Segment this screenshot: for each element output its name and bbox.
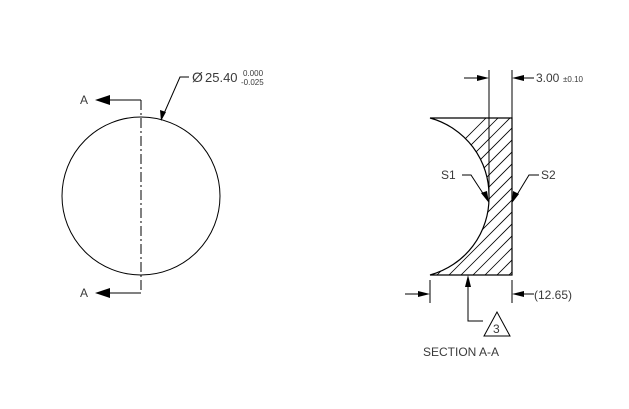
arrow-head-top-icon: [95, 95, 110, 105]
note-flag-number: 3: [493, 322, 500, 336]
dim-arrow-right-icon: [512, 75, 524, 81]
note-arrow-icon: [465, 275, 471, 287]
s2-arrow-icon: [512, 191, 519, 203]
surface-2-label: S2: [541, 168, 556, 182]
thickness-value: 3.00: [536, 71, 560, 85]
diameter-value: 25.40: [205, 70, 238, 85]
section-outline: [429, 117, 513, 276]
leader-arrow-icon: [160, 110, 166, 121]
diameter-symbol: Ø: [192, 69, 203, 85]
section-title: SECTION A-A: [423, 345, 499, 359]
width-arrow-left-icon: [418, 291, 430, 297]
section-label-bottom: A: [80, 286, 88, 300]
width-ref-value: (12.65): [534, 288, 572, 302]
thickness-tol: ±0.10: [563, 75, 584, 84]
s1-arrow-icon: [481, 191, 489, 203]
section-label-top: A: [80, 93, 88, 107]
front-view: A A Ø 25.40 0.000 -0.025: [61, 69, 264, 300]
width-arrow-right-icon: [512, 291, 524, 297]
diameter-leader: [161, 76, 189, 119]
hatch-pattern: [430, 118, 512, 275]
diameter-upper-tol: 0.000: [243, 69, 264, 78]
note-flag-triangle-icon: [483, 310, 511, 337]
arrow-head-bottom-icon: [95, 288, 110, 298]
diameter-lower-tol: -0.025: [241, 78, 264, 87]
surface-1-label: S1: [441, 168, 456, 182]
section-view: 3.00 ±0.10 (12.65) S1 S2 3 SECTION A-A: [405, 70, 584, 359]
dim-arrow-left-icon: [477, 75, 489, 81]
